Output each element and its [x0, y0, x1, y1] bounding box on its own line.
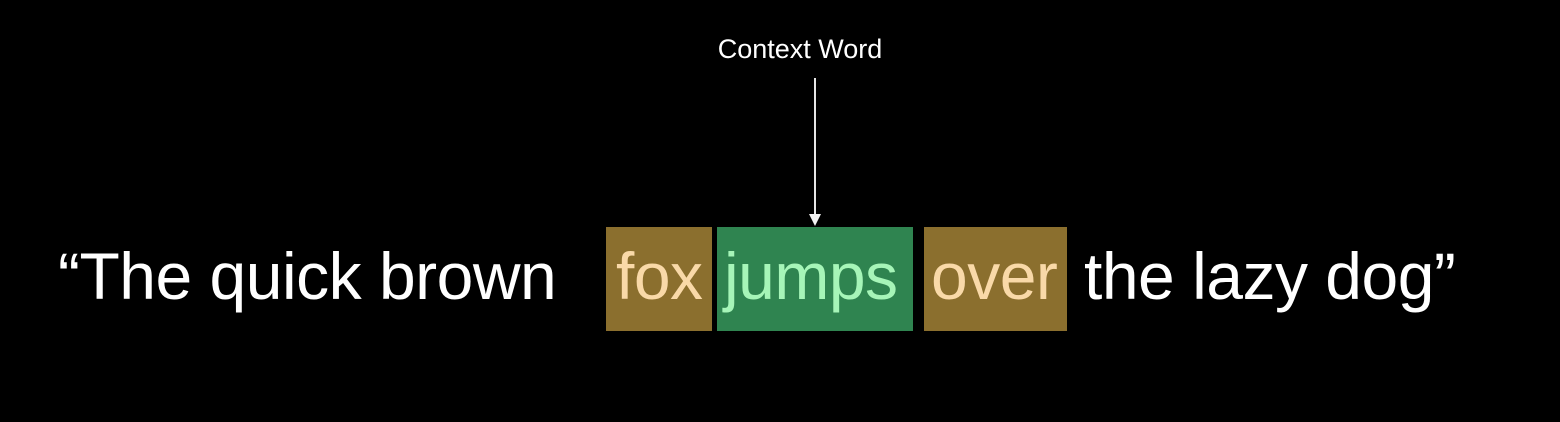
word-jumps: jumps	[724, 239, 898, 313]
highlight-box-fox	[606, 227, 712, 331]
word-fox: fox	[616, 239, 703, 313]
sentence-suffix: the lazy dog”	[1084, 239, 1456, 313]
word-over: over	[931, 239, 1058, 313]
highlight-box-jumps	[717, 227, 913, 331]
sentence-prefix: “The quick brown	[58, 239, 557, 313]
context-word-label: Context Word	[717, 34, 883, 64]
arrow-line	[814, 78, 816, 216]
arrow-down-icon	[809, 214, 821, 226]
highlight-box-over	[924, 227, 1067, 331]
